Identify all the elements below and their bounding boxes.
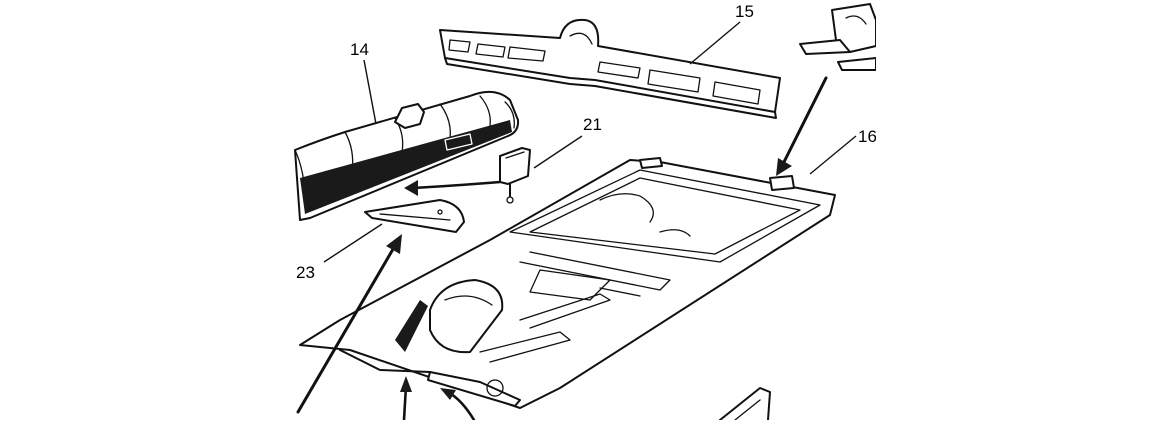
arrow-16 <box>780 76 828 168</box>
part-16-floor-pan <box>299 157 836 409</box>
upper-right-partial-part <box>799 3 877 71</box>
right-whitespace <box>876 0 1170 420</box>
label-part-21: 21 <box>583 115 602 134</box>
label-part-23: 23 <box>296 263 315 282</box>
label-part-15: 15 <box>735 2 754 21</box>
bottom-partial-part <box>719 387 771 421</box>
part-15-cross-member <box>439 18 781 119</box>
assembly-arrows <box>296 76 828 422</box>
part-23-plate <box>364 199 465 233</box>
label-part-14: 14 <box>350 40 369 59</box>
leader-lines <box>323 21 857 263</box>
label-part-16: 16 <box>858 127 877 146</box>
part-21-bracket <box>499 147 531 204</box>
part-14-tunnel-cover <box>294 90 520 221</box>
